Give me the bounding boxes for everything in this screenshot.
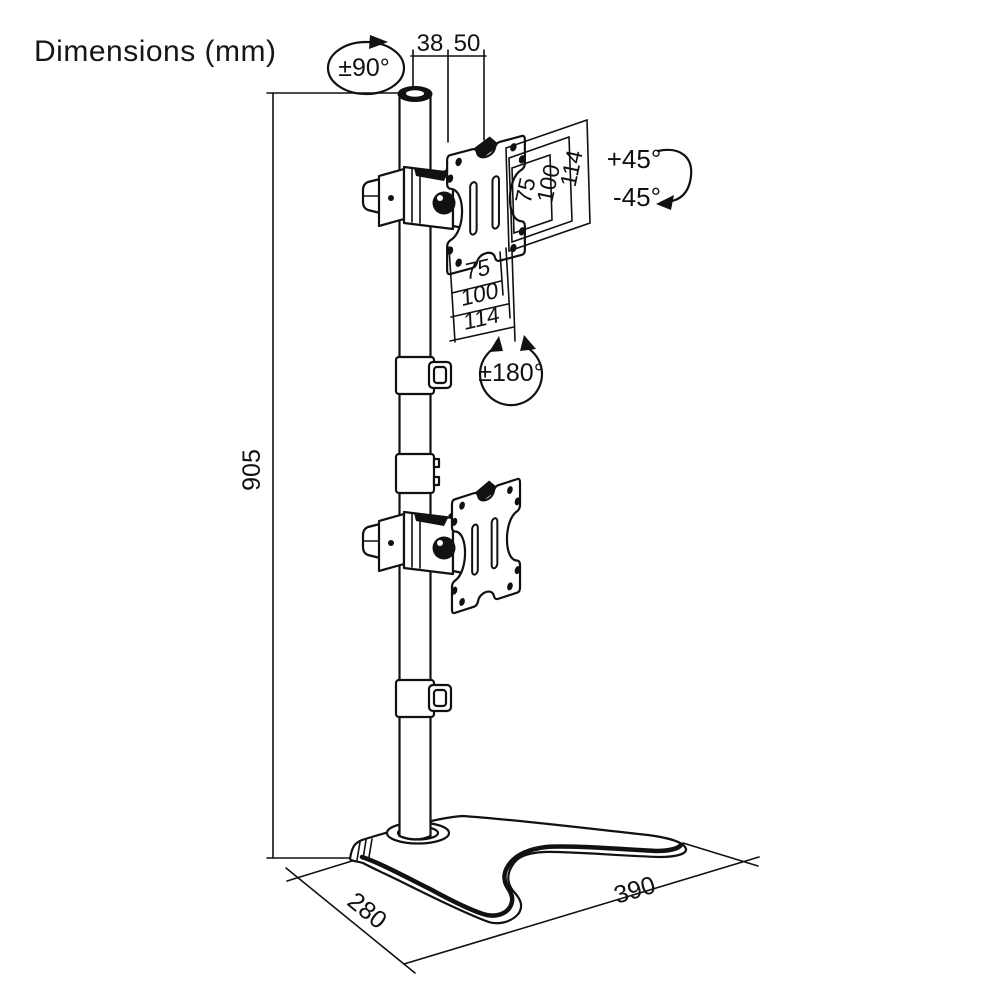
- rotation-annotation: ±180°: [478, 335, 544, 407]
- rotation-arrow-left-icon: [489, 336, 503, 352]
- tilt-down-value: -45°: [613, 182, 661, 212]
- vesa-dim-frame: 75 100 114: [505, 118, 591, 253]
- vesa-bottom-75: 75: [464, 253, 490, 285]
- height-dimension: 905: [238, 92, 400, 859]
- rotation-ellipse-icon: [326, 40, 406, 96]
- base-depth-value: 280: [342, 887, 392, 935]
- upper-vesa-plate: [442, 134, 527, 276]
- upper-clamp: [361, 165, 470, 231]
- rotation-arrow-right-icon: [520, 335, 536, 351]
- top-width-dimensions: 38 50: [410, 30, 487, 143]
- lower-tension-knob: [432, 536, 456, 560]
- vesa-right-114: 114: [555, 147, 588, 188]
- rotation-circle-icon: [478, 344, 544, 407]
- vesa-bottom-dims: 75 100 114: [448, 246, 516, 343]
- tilt-arrow-icon: [656, 195, 674, 210]
- rotation-arrow-icon: [369, 35, 388, 49]
- base-trim-band: [359, 842, 684, 918]
- page-title: Dimensions (mm): [34, 35, 277, 68]
- rotate-value: ±180°: [478, 359, 543, 387]
- vesa-right-75: 75: [510, 175, 541, 205]
- base-heel-ribs: [356, 838, 373, 861]
- tilt-up-value: +45°: [607, 144, 662, 174]
- height-value: 905: [238, 449, 266, 491]
- swivel-value: ±90°: [338, 54, 390, 82]
- pole-collars: [394, 355, 453, 719]
- lower-vesa-plate: [448, 477, 522, 615]
- tilt-arc-icon: [656, 148, 693, 204]
- base-width-value: 390: [611, 871, 659, 910]
- dim-38: 38: [417, 30, 444, 57]
- tilt-annotation: +45° -45°: [607, 144, 693, 212]
- swivel-annotation: ±90°: [326, 35, 406, 96]
- dim-50: 50: [454, 30, 481, 57]
- upper-tension-knob: [432, 191, 456, 215]
- collar-middle: [394, 452, 436, 495]
